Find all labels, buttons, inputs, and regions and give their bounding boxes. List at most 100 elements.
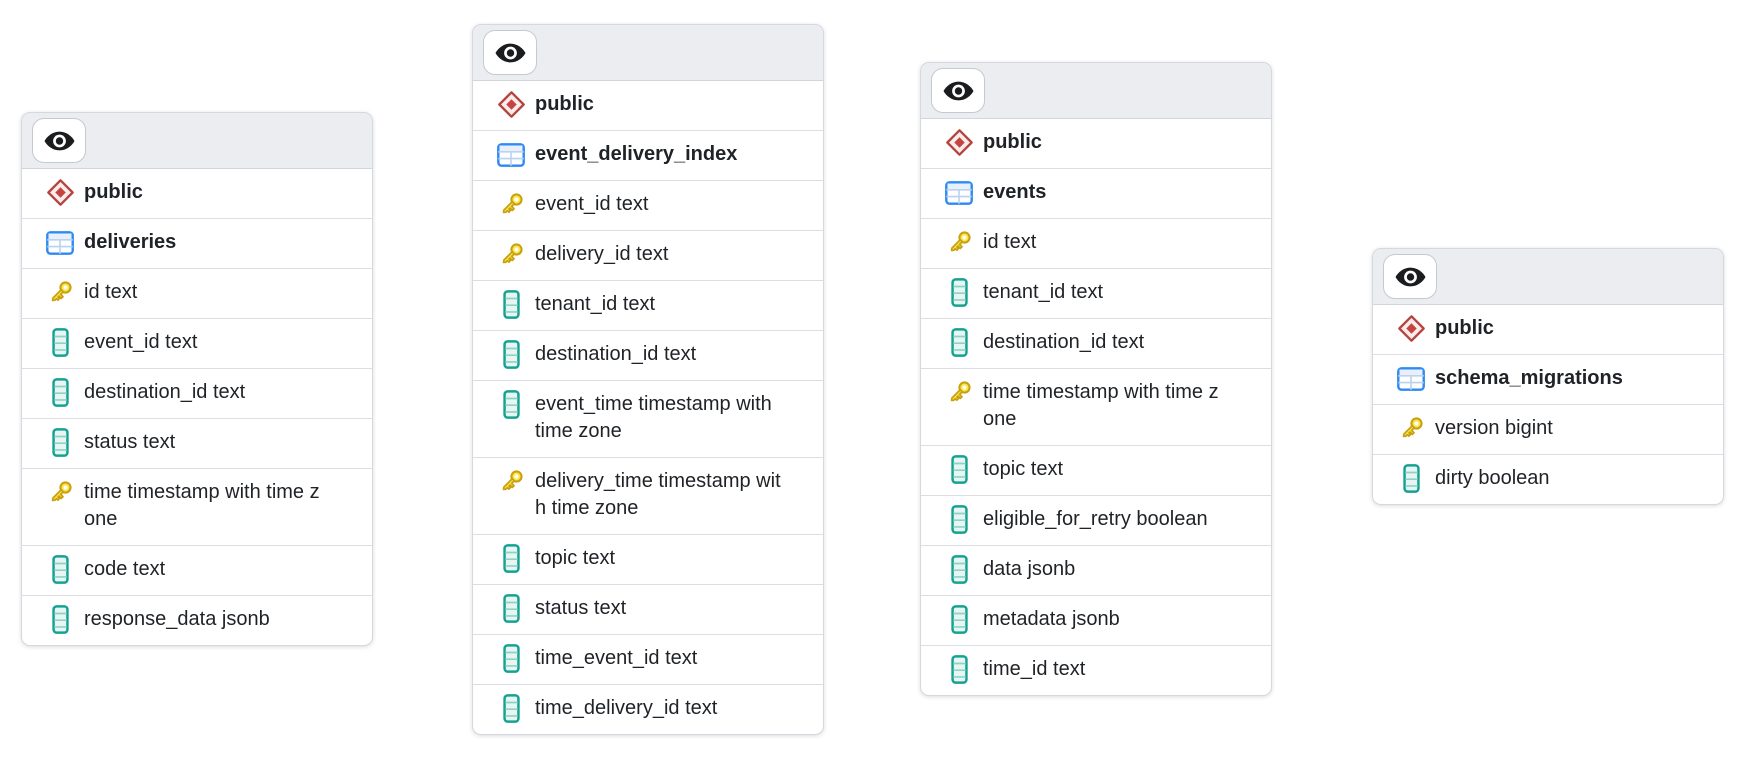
column-row: code text [22, 546, 372, 596]
column-label: version bigint [1435, 417, 1553, 439]
table-card-header[interactable] [1373, 249, 1723, 305]
column-label: time_delivery_id text [535, 697, 718, 719]
schema-diamond-icon [1393, 315, 1429, 342]
column-icon [493, 544, 529, 573]
column-icon [42, 328, 78, 357]
table-icon [493, 141, 529, 168]
column-rows: id text tenant_id text [921, 219, 1271, 695]
column-row: time timestamp with time zone [22, 469, 372, 546]
column-label: event_id text [84, 331, 198, 353]
column-label: status text [84, 431, 176, 453]
column-label: eligible_for_retry boolean [983, 508, 1208, 530]
table-card-schema_migrations[interactable]: public schema_migrations [1372, 248, 1724, 505]
table-name-row: deliveries [22, 219, 372, 269]
column-row: data jsonb [921, 546, 1271, 596]
schema-diamond-icon [42, 179, 78, 206]
table-icon [42, 229, 78, 256]
visibility-toggle-button[interactable] [32, 118, 86, 163]
column-icon [941, 278, 977, 307]
column-label: data jsonb [983, 558, 1076, 580]
eye-icon [1394, 265, 1427, 289]
column-label: destination_id text [983, 331, 1145, 353]
column-label: time timestamp with time zone [983, 381, 1219, 430]
column-label: dirty boolean [1435, 467, 1550, 489]
table-card-event_delivery_index[interactable]: public event_delivery_index [472, 24, 824, 735]
column-icon [493, 390, 529, 419]
column-icon [941, 455, 977, 484]
column-label: metadata jsonb [983, 608, 1120, 630]
column-icon [941, 555, 977, 584]
column-label: tenant_id text [535, 293, 656, 315]
table-name-row: event_delivery_index [473, 131, 823, 181]
column-row: id text [22, 269, 372, 319]
column-icon [42, 605, 78, 634]
primary-key-icon [941, 379, 977, 406]
schema-name: public [84, 181, 143, 203]
primary-key-icon [941, 229, 977, 256]
column-row: tenant_id text [921, 269, 1271, 319]
column-row: destination_id text [22, 369, 372, 419]
column-rows: version bigint dirty boolean [1373, 405, 1723, 504]
column-row: topic text [921, 446, 1271, 496]
schema-row: public [921, 119, 1271, 169]
table-card-header[interactable] [921, 63, 1271, 119]
column-label: status text [535, 597, 627, 619]
column-rows: event_id text delivery_id text [473, 181, 823, 734]
column-label: time_event_id text [535, 647, 698, 669]
table-name: schema_migrations [1435, 367, 1623, 389]
eye-icon [494, 41, 527, 65]
table-card-deliveries[interactable]: public deliveries [21, 112, 373, 646]
column-row: eligible_for_retry boolean [921, 496, 1271, 546]
column-row: time timestamp with time zone [921, 369, 1271, 446]
table-card-header[interactable] [22, 113, 372, 169]
column-icon [493, 694, 529, 723]
visibility-toggle-button[interactable] [483, 30, 537, 75]
column-label: id text [84, 281, 138, 303]
column-row: topic text [473, 535, 823, 585]
primary-key-icon [42, 279, 78, 306]
table-name-row: events [921, 169, 1271, 219]
column-label: time timestamp with time zone [84, 481, 320, 530]
schema-row: public [22, 169, 372, 219]
visibility-toggle-button[interactable] [931, 68, 985, 113]
column-row: dirty boolean [1373, 455, 1723, 504]
column-row: id text [921, 219, 1271, 269]
column-rows: id text event_id text [22, 269, 372, 645]
primary-key-icon [42, 479, 78, 506]
column-icon [1393, 464, 1429, 493]
column-row: destination_id text [473, 331, 823, 381]
eye-icon [43, 129, 76, 153]
column-row: delivery_time timestamp with time zone [473, 458, 823, 535]
eye-icon [942, 79, 975, 103]
table-card-header[interactable] [473, 25, 823, 81]
column-icon [493, 340, 529, 369]
column-label: tenant_id text [983, 281, 1104, 303]
column-label: event_id text [535, 193, 649, 215]
table-icon [1393, 365, 1429, 392]
table-card-events[interactable]: public events [920, 62, 1272, 696]
column-icon [493, 290, 529, 319]
schema-diamond-icon [493, 91, 529, 118]
primary-key-icon [493, 191, 529, 218]
column-row: destination_id text [921, 319, 1271, 369]
primary-key-icon [1393, 415, 1429, 442]
column-icon [941, 328, 977, 357]
column-label: destination_id text [535, 343, 697, 365]
column-icon [42, 555, 78, 584]
visibility-toggle-button[interactable] [1383, 254, 1437, 299]
primary-key-icon [493, 468, 529, 495]
table-icon [941, 179, 977, 206]
column-label: event_time timestamp with time zone [535, 393, 772, 442]
table-name: events [983, 181, 1047, 203]
column-icon [941, 655, 977, 684]
column-label: time_id text [983, 658, 1086, 680]
table-name: event_delivery_index [535, 143, 738, 165]
schema-name: public [535, 93, 594, 115]
column-row: time_event_id text [473, 635, 823, 685]
column-icon [42, 378, 78, 407]
column-row: version bigint [1373, 405, 1723, 455]
column-row: status text [22, 419, 372, 469]
column-icon [941, 605, 977, 634]
schema-row: public [473, 81, 823, 131]
